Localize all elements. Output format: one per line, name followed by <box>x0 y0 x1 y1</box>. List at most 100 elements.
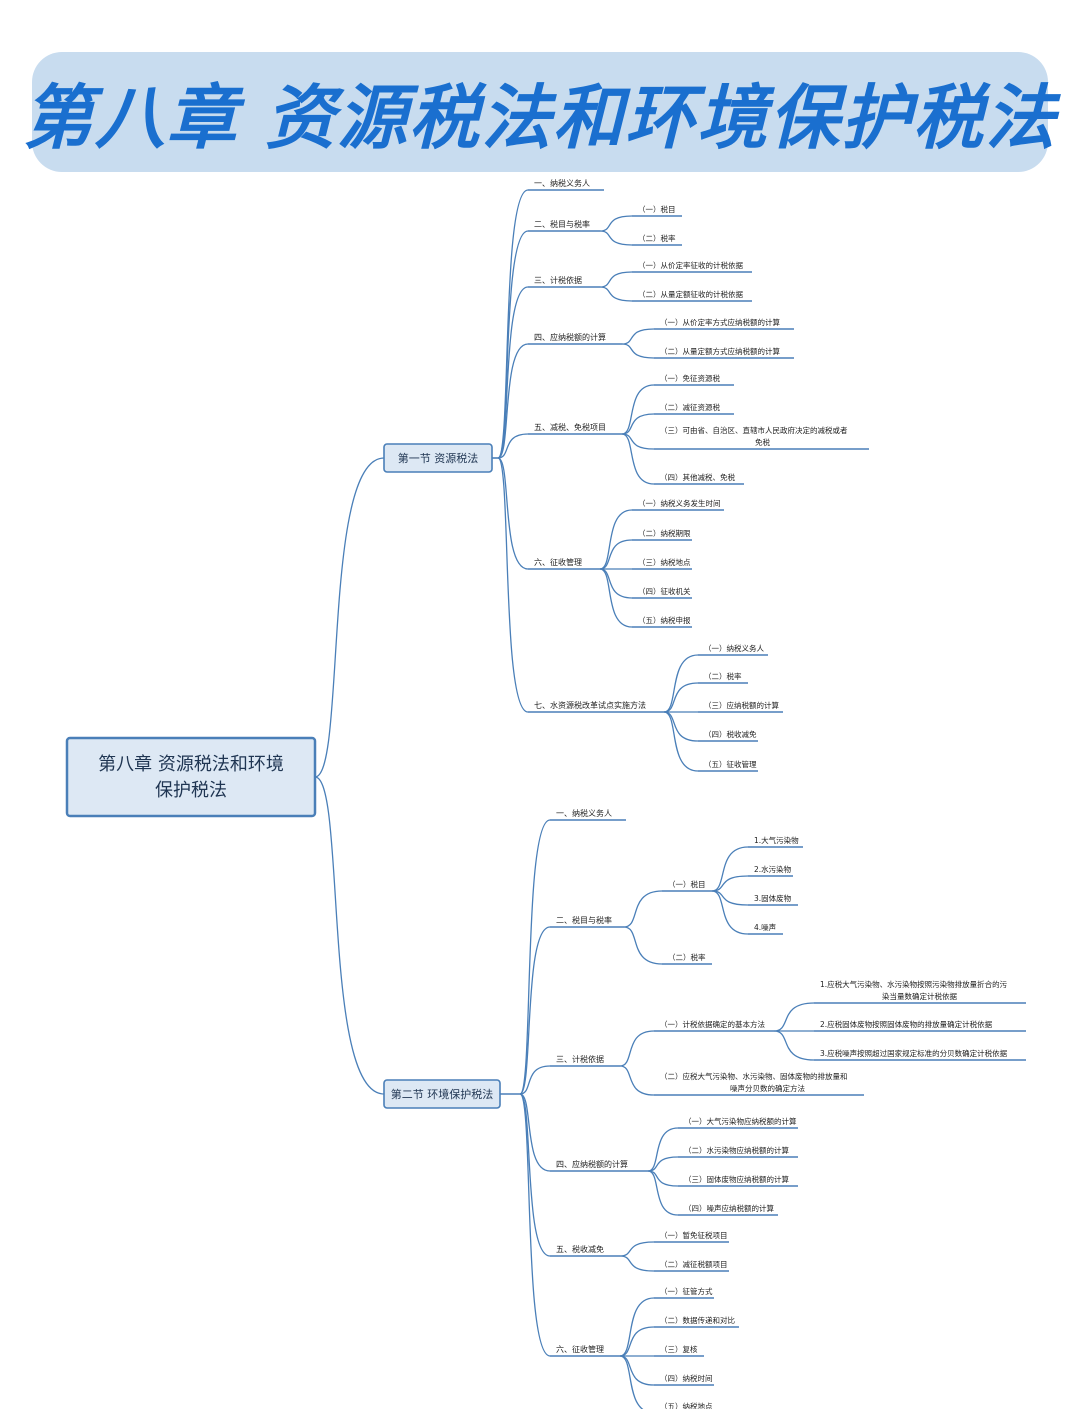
root-label-line1: 第八章 资源税法和环境 <box>98 754 284 775</box>
connector-root-section-2 <box>314 776 385 1095</box>
connector-subitem <box>619 1297 655 1357</box>
item-label: 三、计税依据 <box>556 1054 604 1064</box>
subitem-label: （二）从量定额征收的计税依据 <box>638 289 743 299</box>
connector-subitem <box>623 926 663 965</box>
item-label: 二、税目与税率 <box>556 915 612 925</box>
subitem-label: （三）复核 <box>660 1344 698 1354</box>
item-label: 二、税目与税率 <box>534 219 590 229</box>
subitem-label: （一）从价定率方式应纳税额的计算 <box>660 317 780 327</box>
subitem-label: （二）从量定额方式应纳税额的计算 <box>660 346 780 356</box>
connector-item <box>497 343 529 459</box>
item-label: 三、计税依据 <box>534 275 582 285</box>
subitem-label: （三）应纳税额的计算 <box>704 700 779 710</box>
item-label: 四、应纳税额的计算 <box>534 332 606 342</box>
connector-subitem <box>647 1170 679 1216</box>
connector-subitem <box>619 1326 655 1357</box>
subitem-label: （一）免征资源税 <box>660 373 720 383</box>
subitem-label-line2: 噪声分贝数的确定方法 <box>730 1083 805 1093</box>
leaf-label: 3.固体废物 <box>754 893 792 903</box>
leaf-label: 3.应税噪声按照超过国家规定标准的分贝数确定计税依据 <box>820 1048 1008 1058</box>
item-label: 五、减税、免税项目 <box>534 422 606 432</box>
page-title: 第八章 资源税法和环境保护税法 <box>22 76 1058 159</box>
leaf-label-line2: 染当量数确定计税依据 <box>882 991 957 1001</box>
section-label-1: 第一节 资源税法 <box>398 451 479 465</box>
leaf-label: 1.应税大气污染物、水污染物按照污染物排放量折合的污 <box>820 979 1008 989</box>
subitem-label: （五）征收管理 <box>704 759 757 769</box>
connector-subitem <box>599 539 633 570</box>
subitem-label: （二）纳税期限 <box>638 528 691 538</box>
subitem-label: （五）纳税地点 <box>660 1401 713 1409</box>
subitem-label: （二）税率 <box>638 233 676 243</box>
connector-item <box>519 1093 551 1257</box>
subitem-label: （一）征管方式 <box>660 1286 713 1296</box>
connector-leaf <box>711 846 749 892</box>
connector-subitem <box>647 1127 679 1172</box>
connector-item <box>497 457 529 713</box>
connector-item <box>497 189 529 459</box>
section-node-2 <box>383 1079 501 1109</box>
connector-subitem <box>621 413 655 435</box>
subitem-label: （四）其他减税、免税 <box>660 472 735 482</box>
section-label-2: 第二节 环境保护税法 <box>391 1087 494 1101</box>
subitem-label: （二）减征资源税 <box>660 402 720 412</box>
subitem-label: （四）纳税时间 <box>660 1373 713 1383</box>
subitem-label-line2: 免税 <box>755 437 770 447</box>
subitem-label: （一）纳税义务发生时间 <box>638 498 721 508</box>
root-label-line2: 保护税法 <box>155 780 227 801</box>
connector-leaf <box>711 890 749 935</box>
item-label: 七、水资源税改革试点实施方法 <box>534 700 646 710</box>
subitem-label: （二）减征税额项目 <box>660 1259 728 1269</box>
connector-subitem <box>623 890 663 928</box>
connector-subitem <box>599 286 633 302</box>
leaf-label: 4.噪声 <box>754 922 776 932</box>
subitem-label: （一）暂免征税项目 <box>660 1230 728 1240</box>
subitem-label: （三）纳税地点 <box>638 557 691 567</box>
subitem-label: （一）税目 <box>668 879 706 889</box>
connector-subitem <box>621 384 655 435</box>
section-node-1 <box>383 443 493 473</box>
connector-subitem <box>599 568 633 628</box>
connector-item <box>519 1065 551 1095</box>
item-label: 四、应纳税额的计算 <box>556 1159 628 1169</box>
subitem-label: （三）可由省、自治区、直辖市人民政府决定的减税或者 <box>660 425 848 435</box>
connector-subitem <box>619 1065 655 1096</box>
root-node <box>65 736 317 818</box>
connector-item <box>497 286 529 459</box>
leaf-label: 2.应税固体废物按照固体废物的排放量确定计税依据 <box>820 1019 993 1029</box>
leaf-label: 2.水污染物 <box>754 864 792 874</box>
connector-subitem <box>599 509 633 570</box>
title-banner <box>32 52 1048 172</box>
connector-leaf <box>711 875 749 892</box>
connector-subitem <box>599 215 633 232</box>
connector-subitem <box>621 328 655 345</box>
connector-subitem <box>663 654 699 713</box>
connector-item <box>497 433 529 459</box>
connector-item <box>497 457 529 570</box>
subitem-label: （一）税目 <box>638 204 676 214</box>
connector-subitem <box>599 230 633 246</box>
item-label: 六、征收管理 <box>556 1344 604 1354</box>
subitem-label: （二）税率 <box>668 952 706 962</box>
connector-item <box>519 1093 551 1172</box>
connector-item <box>519 1093 551 1357</box>
subitem-label: （二）应税大气污染物、水污染物、固体废物的排放量和 <box>660 1071 848 1081</box>
connector-subitem <box>621 433 655 485</box>
connector-subitem <box>663 682 699 713</box>
connector-subitem <box>663 711 699 772</box>
subitem-label: （一）从价定率征收的计税依据 <box>638 260 743 270</box>
connector-subitem <box>619 1030 655 1067</box>
subitem-label: （三）固体废物应纳税额的计算 <box>684 1174 789 1184</box>
connector-item <box>519 926 551 1095</box>
subitem-label: （二）水污染物应纳税额的计算 <box>684 1145 789 1155</box>
subitem-label: （二）税率 <box>704 671 742 681</box>
subitem-label: （四）征收机关 <box>638 586 691 596</box>
item-label: 一、纳税义务人 <box>556 808 612 818</box>
connector-subitem <box>599 271 633 288</box>
item-label: 一、纳税义务人 <box>534 178 590 188</box>
item-label: 五、税收减免 <box>556 1244 604 1254</box>
subitem-label: （一）大气污染物应纳税额的计算 <box>684 1116 797 1126</box>
item-label: 六、征收管理 <box>534 557 582 567</box>
